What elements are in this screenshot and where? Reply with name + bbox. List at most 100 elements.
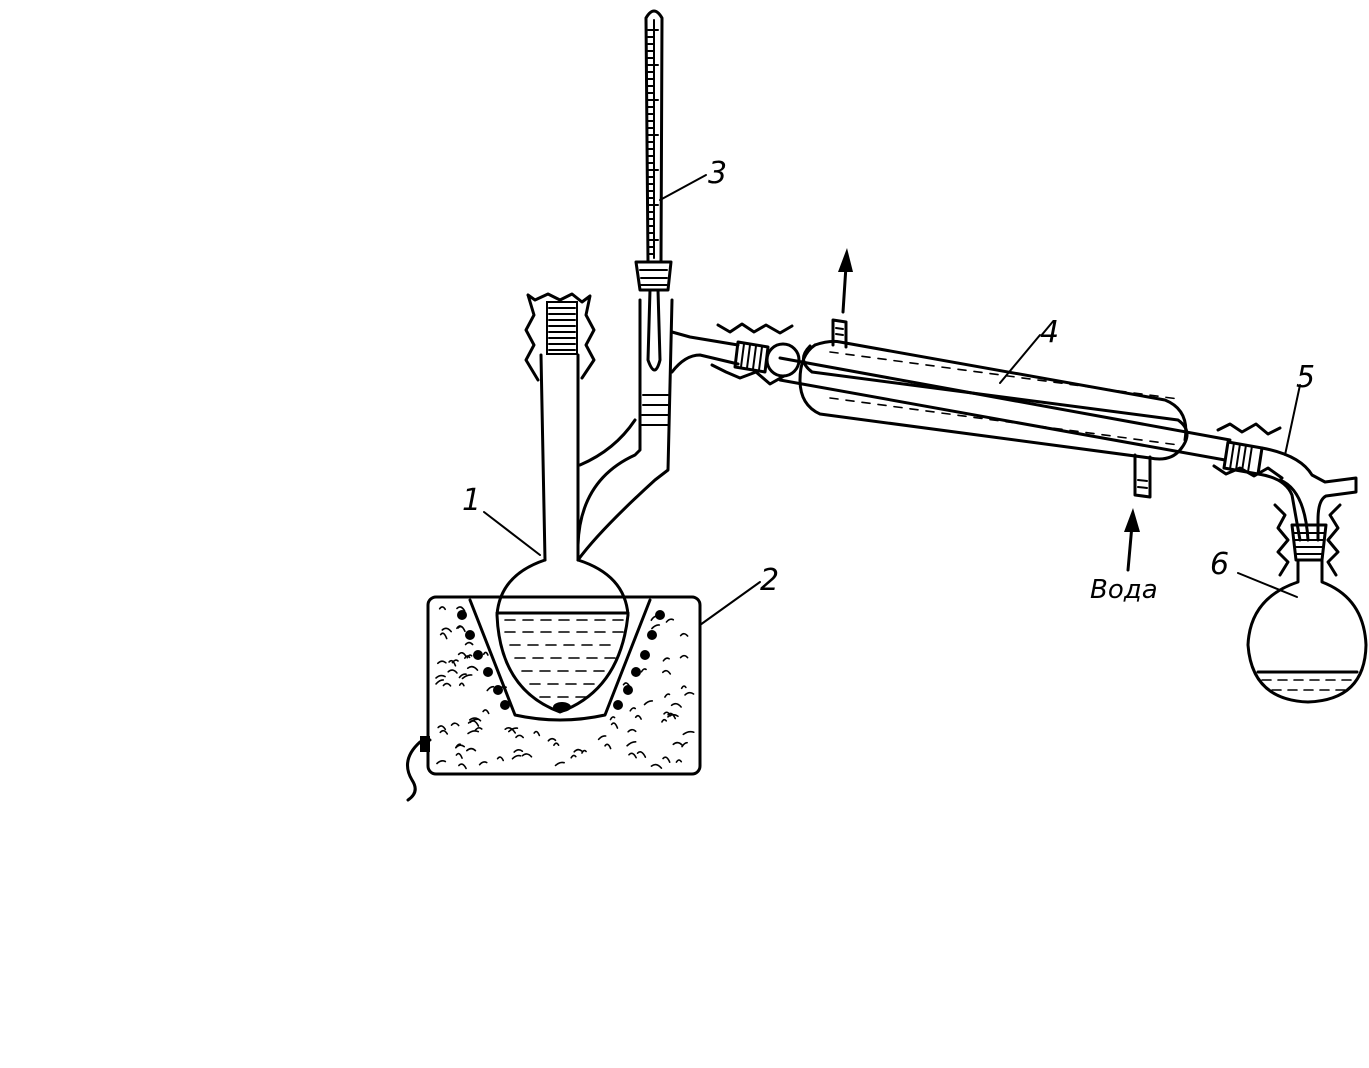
coolant-dash — [893, 405, 903, 409]
insulation-speck — [435, 674, 446, 679]
insulation-speck — [448, 659, 457, 667]
coolant-dash — [829, 397, 839, 400]
insulation-speck — [458, 763, 467, 770]
insulation-speck — [450, 722, 460, 727]
coolant-dash — [909, 361, 919, 365]
insulation-speck — [662, 657, 670, 662]
insulation-speck — [629, 707, 637, 712]
coolant-dash — [1053, 427, 1063, 431]
heating-element — [631, 667, 641, 677]
insulation-speck — [667, 713, 679, 718]
label-receiver: 6 — [1210, 547, 1229, 582]
coolant-dash — [941, 366, 951, 369]
coolant-dash — [1117, 436, 1127, 439]
insulation-speck — [664, 693, 671, 698]
coolant-dash — [1101, 387, 1111, 391]
heating-element — [655, 610, 665, 620]
insulation-speck — [682, 730, 695, 736]
coolant-dash — [1149, 394, 1159, 398]
coolant-dash — [1085, 385, 1095, 389]
coolant-dash — [829, 351, 839, 354]
vapor-side-arm — [670, 330, 740, 374]
insulation-speck — [467, 730, 480, 735]
insulation-speck — [662, 756, 671, 763]
insulation-speck — [610, 722, 619, 729]
insulation-speck — [640, 668, 647, 673]
coolant-dash — [1117, 390, 1127, 393]
insulation-speck — [482, 651, 489, 656]
power-cord — [406, 738, 432, 802]
coolant-dash — [893, 359, 903, 363]
coolant-dash — [957, 414, 967, 418]
insulation-speck — [438, 606, 447, 611]
insulation-speck — [442, 682, 452, 687]
coolant-dash — [1133, 392, 1143, 395]
insulation-speck — [661, 718, 668, 723]
insulation-speck — [634, 714, 642, 720]
heating-element — [473, 650, 483, 660]
insulation-speck — [439, 632, 448, 640]
insulation-speck — [680, 685, 687, 690]
leader-lines — [483, 174, 1301, 626]
heating-element — [613, 700, 623, 710]
coolant-dash — [957, 368, 967, 372]
insulation-speck — [486, 685, 495, 692]
insulation-speck — [650, 763, 663, 769]
water-in-arrow — [1124, 508, 1140, 572]
main-neck-clamp — [524, 292, 596, 382]
insulation-speck — [456, 606, 466, 612]
insulation-speck — [436, 660, 447, 665]
heating-element — [640, 650, 650, 660]
heating-element — [623, 685, 633, 695]
insulation-speck — [455, 752, 463, 759]
insulation-speck — [609, 716, 616, 721]
coolant-dash — [1021, 377, 1031, 380]
coolant-dash — [845, 353, 855, 356]
insulation-speck — [468, 717, 482, 722]
insulation-speck — [627, 728, 637, 733]
adapter — [1256, 446, 1358, 542]
insulation-speck — [456, 625, 463, 630]
insulation-speck — [454, 743, 462, 749]
coolant-dash — [1085, 431, 1095, 435]
insulation-speck — [508, 727, 519, 733]
label-adapter: 5 — [1296, 360, 1315, 395]
condenser — [765, 318, 1232, 499]
insulation-speck — [665, 618, 675, 623]
condenser-inlet-clamp — [710, 322, 794, 386]
heating-element — [493, 685, 503, 695]
insulation-speck — [504, 727, 517, 734]
insulation-speck — [436, 760, 447, 765]
insulation-speck — [469, 720, 480, 727]
coolant-dash — [925, 364, 935, 367]
coolant-dash — [1069, 383, 1079, 387]
insulation-speck — [437, 725, 447, 731]
insulation-speck — [679, 632, 689, 637]
insulation-speck — [441, 627, 452, 633]
insulation-speck — [622, 682, 630, 687]
insulation-speck — [554, 761, 565, 767]
coolant-dash — [1133, 438, 1143, 441]
coolant-dash — [973, 416, 983, 420]
label-condenser: 4 — [1040, 315, 1059, 350]
coolant-dash — [845, 399, 855, 402]
receiver-clamp — [1273, 503, 1342, 577]
coolant-dash — [1069, 429, 1079, 433]
label-flask: 1 — [462, 483, 481, 518]
insulation-speck — [482, 709, 490, 715]
insulation-speck — [681, 741, 688, 748]
coolant-dash — [877, 357, 887, 361]
insulation-speck — [573, 748, 583, 753]
heating-element — [483, 667, 493, 677]
insulation-speck — [465, 747, 477, 752]
coolant-dash — [1053, 381, 1063, 385]
coolant-dash — [1005, 420, 1015, 424]
insulation-speck — [478, 761, 488, 766]
coolant-dash — [973, 370, 983, 374]
coolant-dash — [909, 407, 919, 411]
insulation-speck — [570, 754, 577, 759]
insulation-speck — [636, 751, 647, 758]
distillation-flask — [495, 298, 674, 714]
label-water: Вода — [1090, 575, 1158, 605]
insulation-speck — [684, 691, 695, 696]
